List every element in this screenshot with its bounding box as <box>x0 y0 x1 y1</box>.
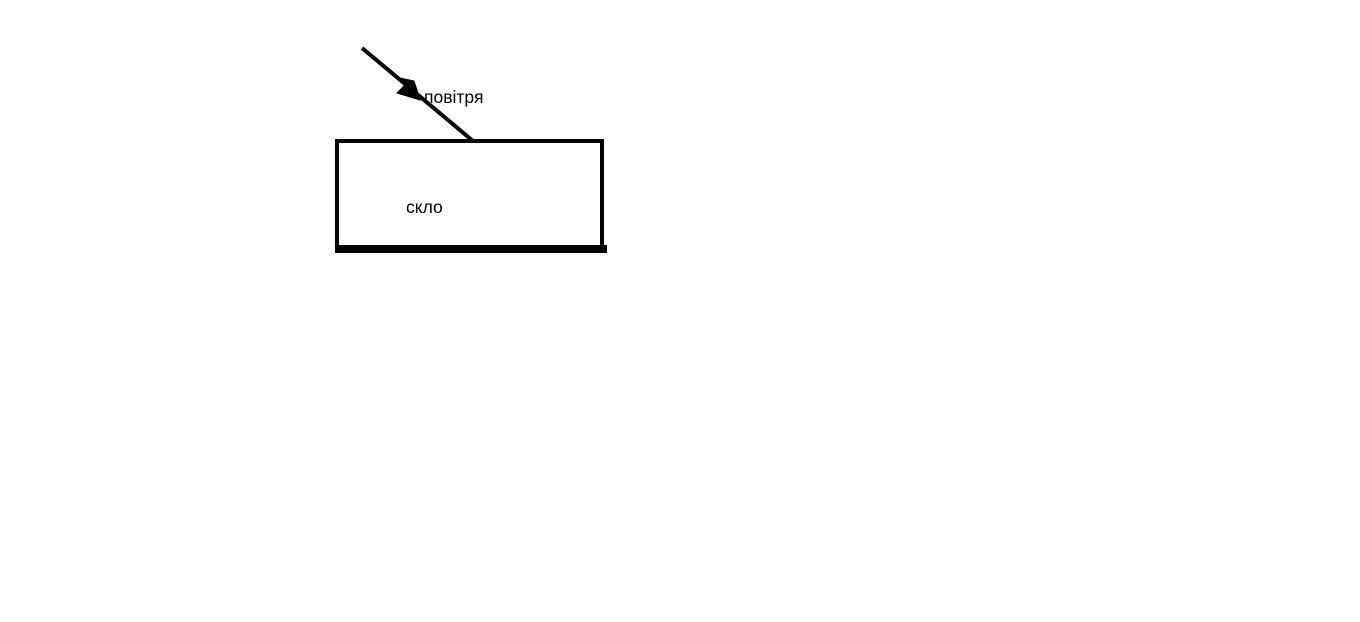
glass-label: скло <box>406 197 443 217</box>
incident-ray-arrowhead-icon <box>396 77 421 101</box>
glass-block-outline <box>335 139 604 253</box>
air-label: повітря <box>424 87 483 107</box>
